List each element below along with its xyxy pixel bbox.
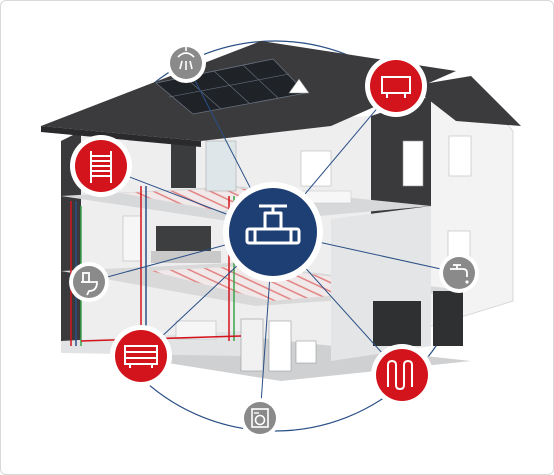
faucet-icon[interactable] bbox=[439, 253, 479, 293]
washing-machine-icon[interactable] bbox=[240, 398, 280, 438]
underfloor-heating-icon[interactable] bbox=[371, 344, 433, 406]
pipe-fitting-icon[interactable] bbox=[223, 182, 323, 282]
toilet-icon[interactable] bbox=[69, 262, 109, 302]
towel-radiator-icon[interactable] bbox=[70, 135, 132, 197]
washer-unit bbox=[295, 340, 317, 364]
right-ground-window bbox=[433, 291, 463, 346]
roof-right-wing bbox=[411, 76, 521, 126]
fridge bbox=[122, 215, 142, 262]
roof-front-edge bbox=[41, 126, 201, 147]
wall-radiator-icon[interactable] bbox=[365, 55, 427, 117]
shower-icon[interactable] bbox=[166, 43, 206, 83]
bath-wall-panel bbox=[171, 143, 196, 188]
roof-vent bbox=[288, 78, 310, 94]
ground-desk bbox=[175, 320, 217, 340]
window-right bbox=[402, 140, 424, 187]
radiator-icon[interactable] bbox=[110, 325, 172, 387]
storage-tank bbox=[240, 318, 264, 372]
boiler bbox=[268, 320, 292, 372]
garage-door bbox=[373, 301, 421, 346]
shower-cabin bbox=[205, 140, 237, 192]
window-right-lower bbox=[448, 135, 472, 177]
kitchen-counter bbox=[151, 251, 221, 263]
